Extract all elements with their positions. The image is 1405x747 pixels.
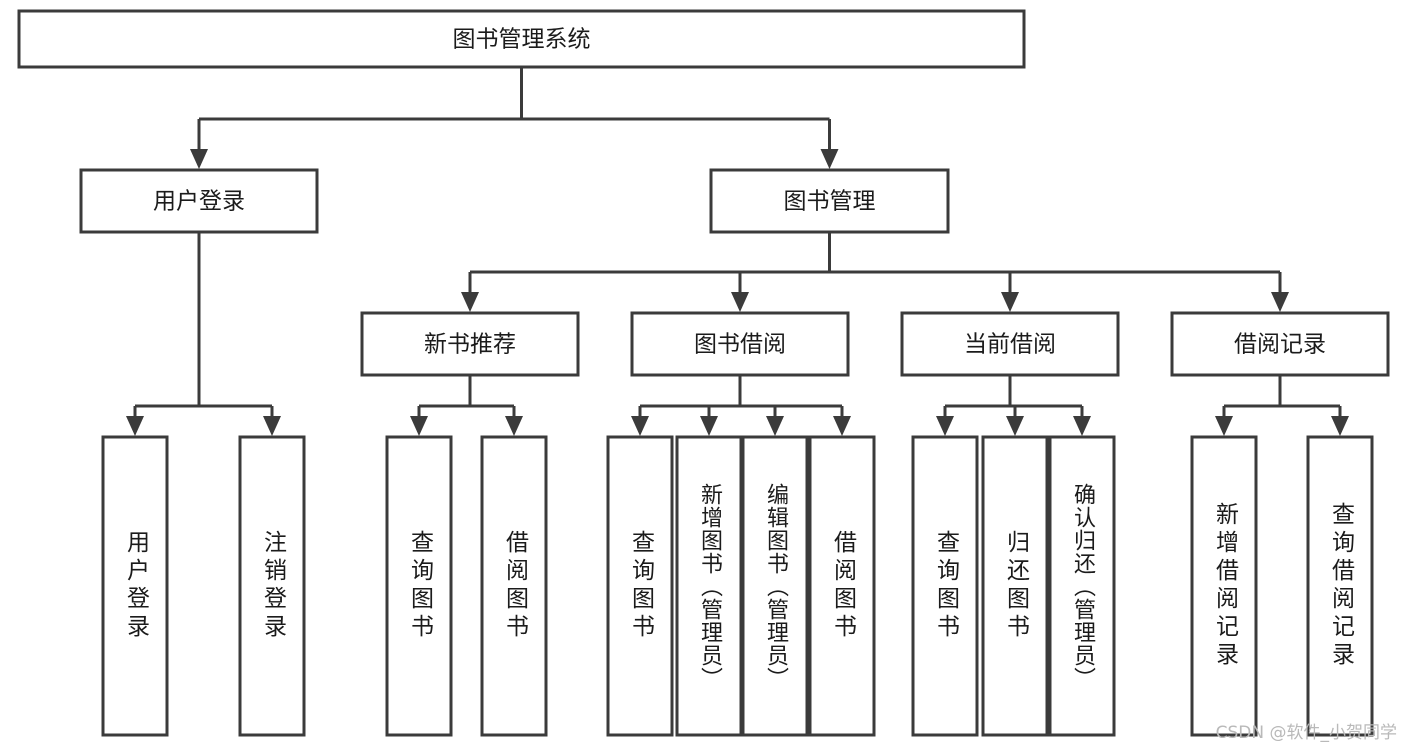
borrow-record-arrow-0 (1215, 416, 1233, 436)
node-box-leaf-borrow-book-1 (480, 435, 548, 737)
node-box-leaf-confirm-return (1048, 435, 1116, 737)
root-arrow-1 (820, 149, 839, 169)
node-label-user-login: 用户登录 (153, 189, 245, 215)
connectors-layer (126, 67, 1349, 436)
node-box-leaf-borrow-book-2 (808, 435, 876, 737)
node-box-leaf-query-book-2 (606, 435, 674, 737)
node-box-user-login (79, 168, 319, 234)
node-box-new-book-recommend (360, 311, 580, 377)
node-box-leaf-user-logout (238, 435, 306, 737)
book-management-arrow-2 (1001, 292, 1019, 312)
node-label-book-borrow: 图书借阅 (694, 332, 786, 358)
node-box-leaf-add-borrow-record (1190, 435, 1258, 737)
node-box-book-borrow (630, 311, 850, 377)
user-login-arrow-0 (126, 416, 144, 436)
node-box-leaf-query-borrow-record (1306, 435, 1374, 737)
root-arrow-0 (190, 149, 208, 169)
node-label-current-borrow: 当前借阅 (964, 332, 1056, 358)
book-borrow-arrow-3 (833, 416, 851, 436)
node-box-leaf-add-book (675, 435, 743, 737)
node-box-book-management (709, 168, 950, 234)
book-management-arrow-0 (461, 292, 479, 312)
node-label-new-book-recommend: 新书推荐 (424, 332, 516, 358)
node-box-leaf-edit-book (741, 435, 809, 737)
new-book-recommend-arrow-1 (505, 416, 523, 436)
node-label-book-management: 图书管理 (784, 189, 876, 215)
node-box-root (17, 9, 1026, 69)
book-management-arrow-3 (1271, 292, 1289, 312)
boxes-layer (17, 9, 1390, 737)
book-borrow-arrow-2 (766, 416, 784, 436)
node-box-leaf-query-book-1 (385, 435, 453, 737)
node-label-root: 图书管理系统 (453, 27, 591, 53)
current-borrow-arrow-1 (1006, 416, 1024, 436)
book-management-arrow-1 (731, 292, 749, 312)
book-borrow-arrow-1 (700, 416, 718, 436)
node-box-leaf-query-book-3 (911, 435, 979, 737)
node-box-current-borrow (900, 311, 1120, 377)
borrow-record-arrow-1 (1331, 416, 1349, 436)
node-box-leaf-return-book (981, 435, 1049, 737)
book-borrow-arrow-0 (631, 416, 649, 436)
new-book-recommend-arrow-0 (410, 416, 428, 436)
current-borrow-arrow-2 (1073, 416, 1091, 436)
node-box-borrow-record (1170, 311, 1390, 377)
user-login-arrow-1 (263, 416, 281, 436)
node-box-leaf-user-login (101, 435, 169, 737)
node-label-borrow-record: 借阅记录 (1234, 332, 1326, 358)
current-borrow-arrow-0 (936, 416, 954, 436)
